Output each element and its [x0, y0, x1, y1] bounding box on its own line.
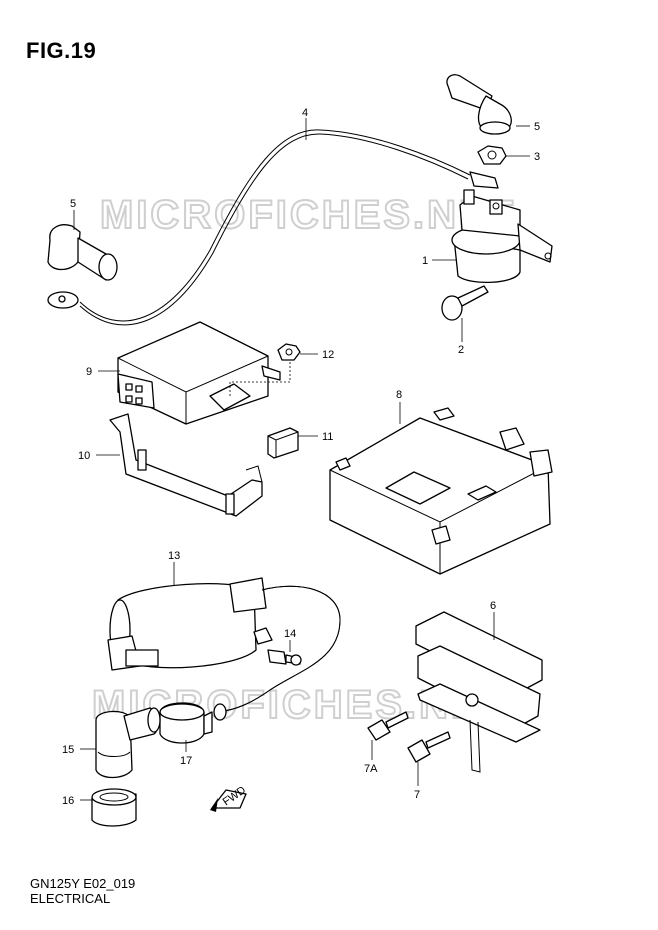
- part-12-nut[interactable]: [229, 343, 301, 398]
- leader-lines: [73, 118, 530, 801]
- callout-5-right: 5: [534, 121, 540, 133]
- callout-3: 3: [534, 151, 540, 163]
- figure-title: FIG.19: [26, 38, 97, 63]
- callout-7: 7: [414, 789, 420, 801]
- callout-14: 14: [284, 628, 296, 640]
- part-7a-screw[interactable]: [367, 711, 409, 741]
- part-15-plug-cap[interactable]: [95, 707, 161, 779]
- callout-16: 16: [62, 795, 74, 807]
- footer-model-code: GN125Y E02_019: [30, 876, 136, 891]
- watermark-top: MICROFICHES.NET: [100, 193, 516, 237]
- callout-13: 13: [168, 550, 180, 562]
- footer-section-name: ELECTRICAL: [30, 891, 111, 906]
- part-4-battery-cable[interactable]: [47, 129, 499, 326]
- part-1-starter-relay[interactable]: [451, 189, 553, 284]
- part-14-screw[interactable]: [267, 649, 302, 666]
- callout-4: 4: [302, 107, 308, 119]
- part-13-ignition-coil[interactable]: [107, 577, 341, 721]
- callout-9: 9: [86, 366, 92, 378]
- part-9-cdi-unit[interactable]: [117, 321, 281, 425]
- part-3-nut[interactable]: [477, 145, 507, 165]
- part-6-regulator-rectifier[interactable]: [415, 611, 543, 773]
- callout-8: 8: [396, 389, 402, 401]
- part-17-grommet[interactable]: [159, 702, 213, 744]
- callout-10: 10: [78, 450, 90, 462]
- callout-11: 11: [322, 431, 333, 443]
- callout-6: 6: [490, 600, 496, 612]
- part-16-cover[interactable]: [91, 788, 137, 827]
- callout-5-left: 5: [70, 198, 76, 210]
- callout-labels: 4 5 5 3 1 2 8 9 12 11 10 13 14 6 15 17 7…: [62, 107, 540, 807]
- part-11-small-block[interactable]: [267, 427, 299, 459]
- callout-17: 17: [180, 755, 192, 767]
- part-7-screw[interactable]: [407, 731, 451, 763]
- part-5-terminal-cover-left[interactable]: [47, 224, 118, 281]
- part-5-terminal-cover-right[interactable]: [446, 74, 512, 135]
- part-10-bracket[interactable]: [109, 413, 263, 517]
- callout-1: 1: [422, 255, 428, 267]
- callout-15: 15: [62, 744, 74, 756]
- part-8-battery[interactable]: [329, 407, 553, 575]
- part-2-bolt[interactable]: [441, 285, 489, 321]
- forward-direction-indicator: FWD: [210, 784, 248, 812]
- callout-7a: 7A: [364, 763, 378, 775]
- callout-12: 12: [322, 349, 334, 361]
- callout-2: 2: [458, 344, 464, 356]
